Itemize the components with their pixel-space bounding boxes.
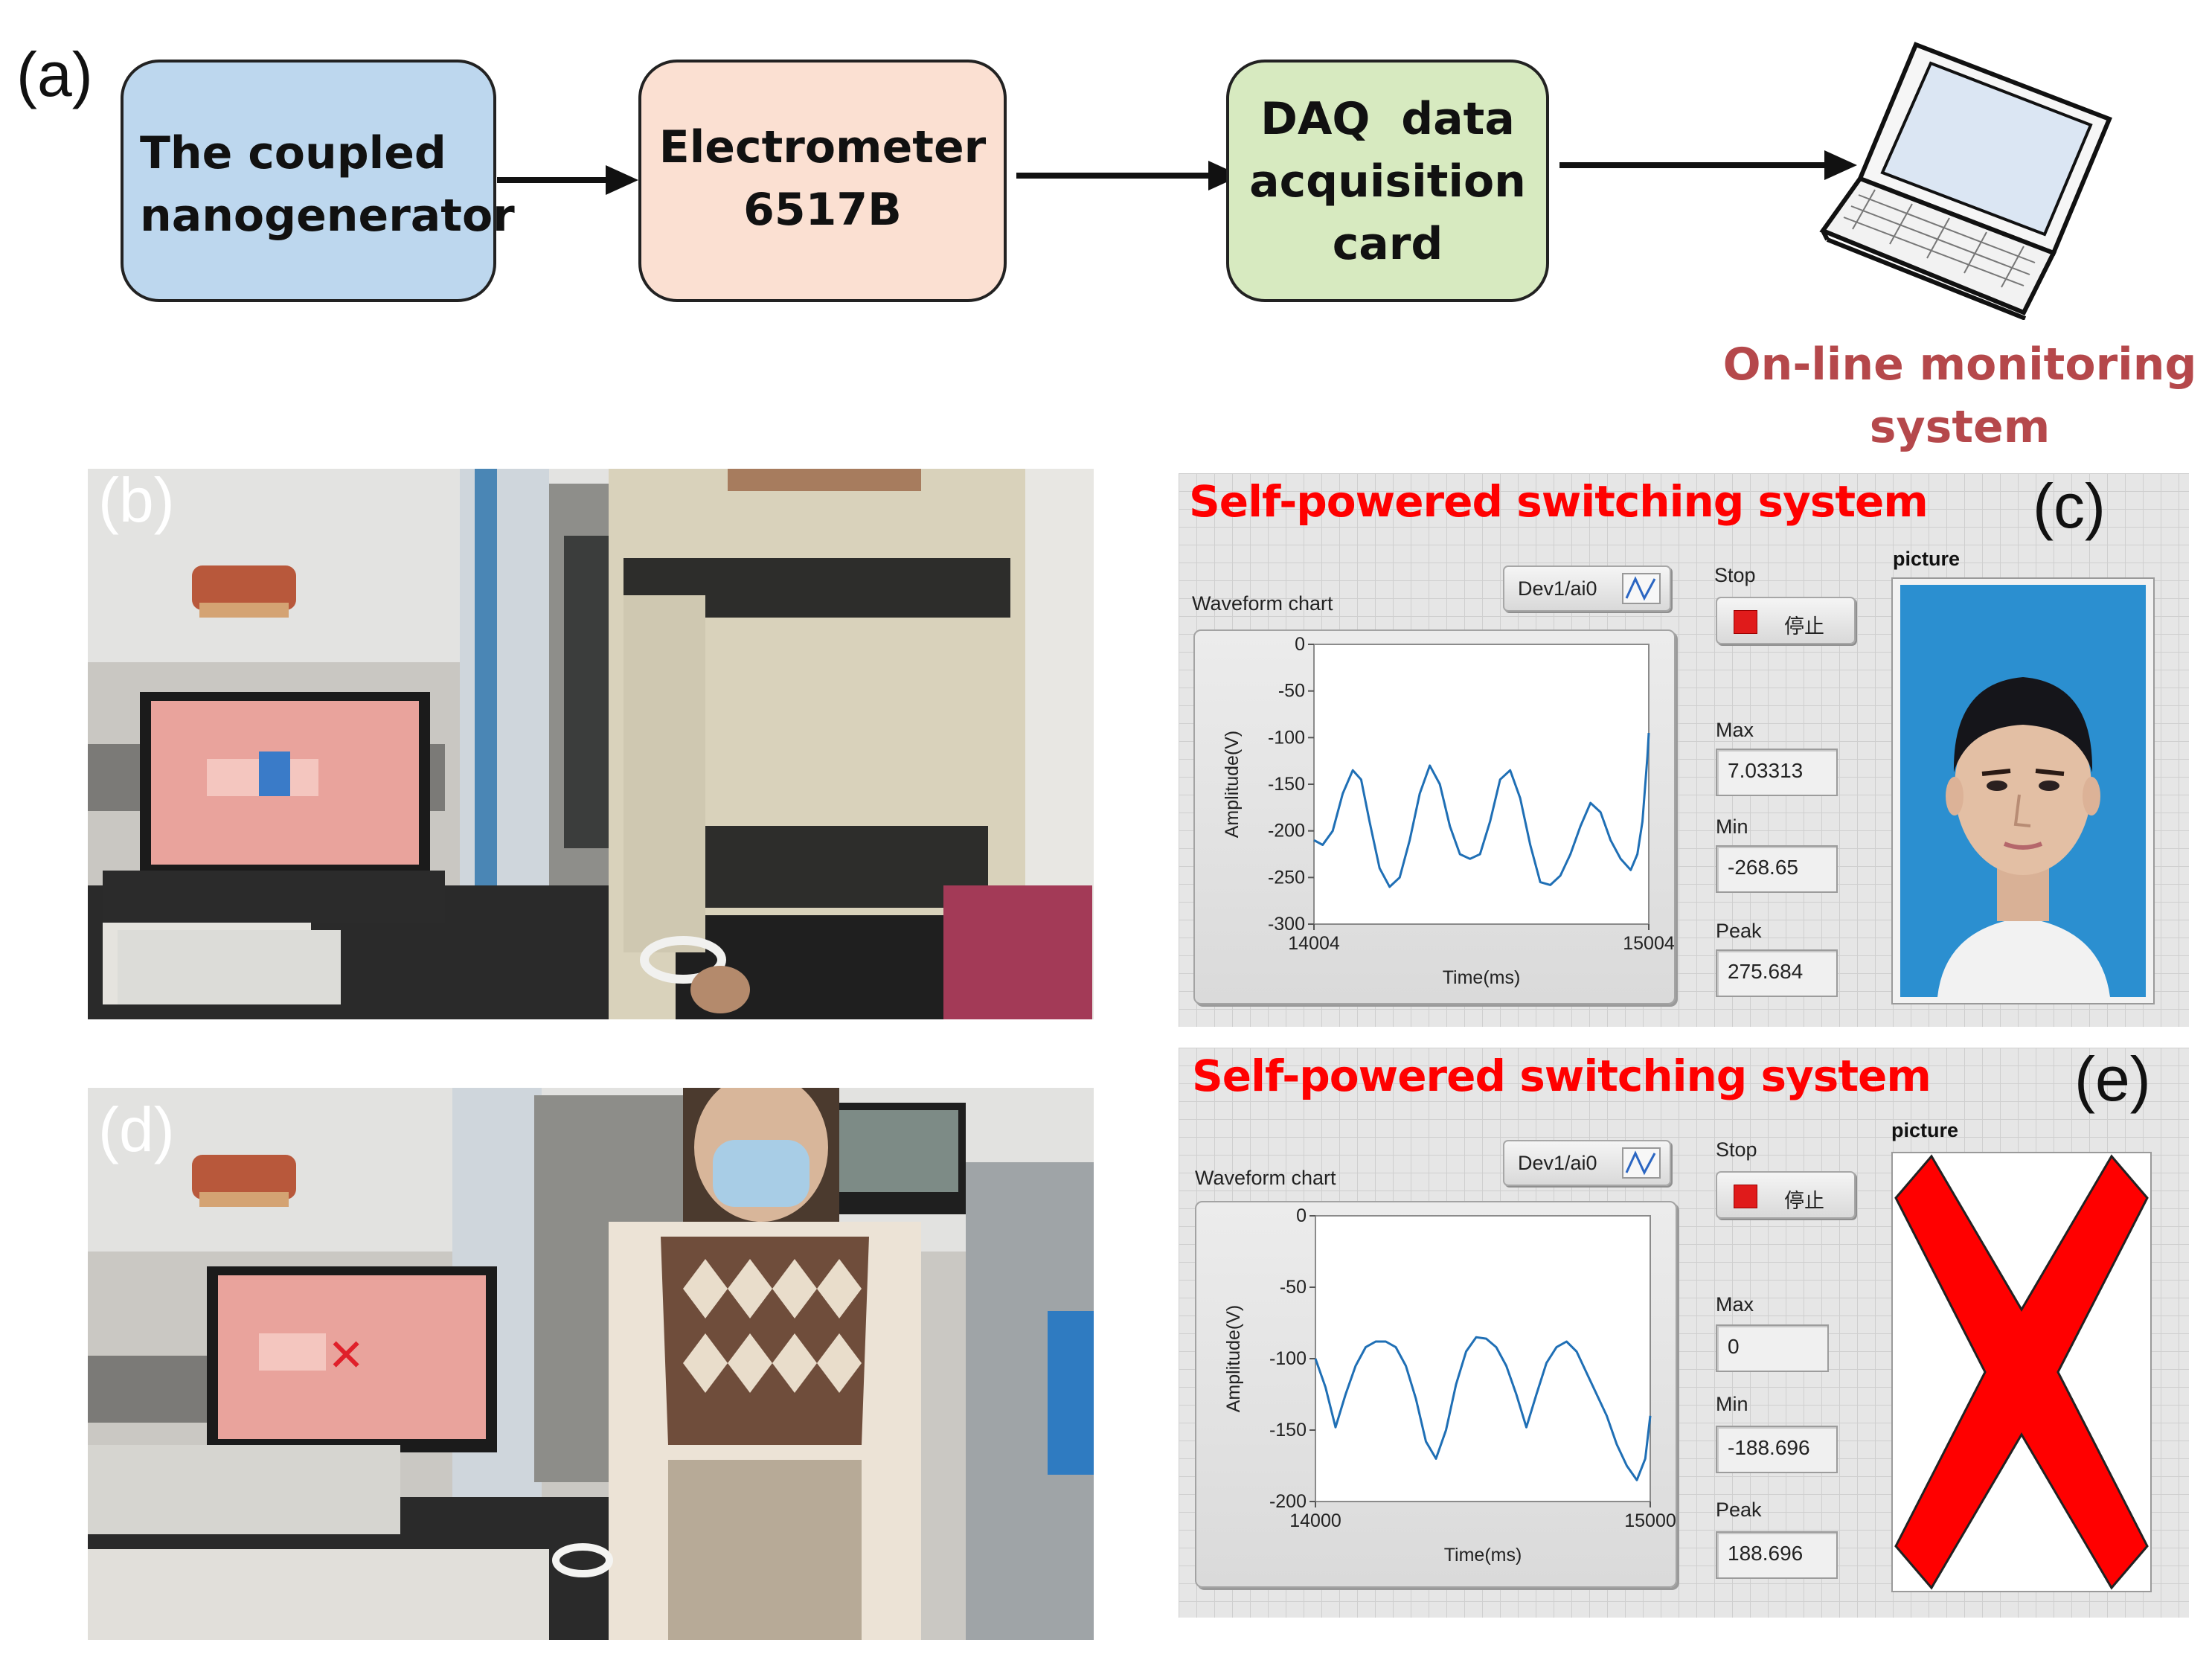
x-tick-label: 15000 — [1624, 1510, 1676, 1531]
stop-indicator-icon — [1734, 610, 1757, 634]
min-label: Min — [1716, 815, 1748, 838]
panel-d-label: (d) — [98, 1095, 175, 1164]
waveform-chart-label: Waveform chart — [1192, 592, 1333, 615]
caption-line: On-line monitoring — [1722, 339, 2197, 391]
red-x-icon — [1894, 1154, 2149, 1590]
peak-label: Peak — [1716, 920, 1762, 942]
max-field: 7.03313 — [1716, 749, 1838, 796]
peak-label: Peak — [1716, 1499, 1762, 1521]
block-line: acquisition — [1249, 156, 1526, 208]
y-axis-label: Amplitude(V) — [1223, 1305, 1244, 1413]
peak-field: 188.696 — [1716, 1531, 1838, 1579]
panel-title: Self-powered switching system — [1189, 476, 1929, 527]
block-line: 6517B — [743, 184, 902, 236]
min-field: -188.696 — [1716, 1426, 1838, 1473]
channel-selector[interactable]: Dev1/ai0 — [1503, 1140, 1671, 1186]
panel-a-label: (a) — [16, 39, 93, 109]
y-tick-label: -250 — [1268, 867, 1305, 888]
face-photo — [1900, 585, 2146, 997]
laptop-icon — [1819, 42, 2112, 320]
panel-e-label: (e) — [2074, 1048, 2151, 1114]
y-tick-label: -100 — [1269, 1348, 1307, 1369]
block-line: card — [1332, 218, 1443, 270]
y-axis-label: Amplitude(V) — [1222, 731, 1243, 839]
block-line: Electrometer — [658, 121, 987, 173]
channel-selector[interactable]: Dev1/ai0 — [1503, 565, 1671, 612]
min-field: -268.65 — [1716, 845, 1838, 893]
labview-panel-e: Self-powered switching system (e) Wavefo… — [1179, 1048, 2189, 1618]
block-line: The coupled — [140, 127, 446, 179]
panel-b-label: (b) — [98, 469, 175, 535]
y-tick-label: -150 — [1269, 1420, 1307, 1441]
arrow-1-head — [606, 165, 638, 195]
y-tick-label: 0 — [1295, 634, 1305, 655]
picture-label: picture — [1891, 1119, 1959, 1141]
picture-frame — [1891, 577, 2155, 1004]
block-line: DAQ data — [1260, 93, 1515, 145]
y-tick-label: -50 — [1280, 1277, 1307, 1298]
labview-panel-c: Self-powered switching system (c) Wavefo… — [1179, 473, 2189, 1027]
picture-frame — [1891, 1152, 2152, 1592]
stop-button-label: 停止 — [1784, 615, 1824, 638]
monitor-caption: On-line monitoring system — [1708, 333, 2211, 458]
max-label: Max — [1716, 1293, 1754, 1315]
x-tick-label: 14004 — [1288, 933, 1340, 954]
stop-button[interactable]: 停止 — [1716, 1171, 1856, 1219]
svg-text:✕: ✕ — [327, 1330, 365, 1382]
max-field: 0 — [1716, 1324, 1829, 1372]
x-axis-label: Time(ms) — [1444, 1545, 1522, 1566]
channel-name: Dev1/ai0 — [1518, 577, 1597, 600]
arrow-2 — [1016, 173, 1211, 179]
stop-label: Stop — [1714, 564, 1756, 586]
photo-d: ✕ (d) — [88, 1088, 1094, 1640]
panel-title: Self-powered switching system — [1192, 1051, 1932, 1101]
picture-label: picture — [1893, 548, 1961, 570]
min-label: Min — [1716, 1393, 1748, 1415]
arrow-1 — [497, 177, 609, 183]
y-tick-label: -150 — [1268, 774, 1305, 795]
x-tick-label: 14000 — [1289, 1510, 1341, 1531]
block-line: nanogenerator — [140, 190, 515, 242]
y-tick-label: -200 — [1269, 1491, 1307, 1512]
block-coupled-nanogenerator: The coupled nanogenerator — [121, 60, 515, 302]
arrow-3 — [1559, 162, 1827, 168]
channel-name: Dev1/ai0 — [1518, 1152, 1597, 1174]
x-axis-label: Time(ms) — [1443, 967, 1521, 988]
waveform-chart-label: Waveform chart — [1195, 1167, 1336, 1189]
max-label: Max — [1716, 719, 1754, 741]
photo-b: (b) — [88, 469, 1094, 1019]
waveform-line — [1314, 1336, 1652, 1481]
peak-field: 275.684 — [1716, 949, 1838, 997]
arrow-3-head — [1824, 150, 1857, 180]
y-tick-label: -100 — [1268, 727, 1305, 748]
stop-indicator-icon — [1734, 1185, 1757, 1208]
waveform-line — [1313, 733, 1650, 888]
block-electrometer: Electrometer 6517B — [638, 60, 1007, 302]
stop-button-label: 停止 — [1784, 1190, 1824, 1213]
stop-label: Stop — [1716, 1138, 1757, 1161]
block-daq-card: DAQ data acquisition card — [1226, 60, 1549, 302]
y-tick-label: 0 — [1296, 1205, 1307, 1226]
waveform-icon — [1622, 573, 1661, 604]
y-tick-label: -300 — [1268, 914, 1305, 935]
y-tick-label: -200 — [1268, 821, 1305, 842]
waveform-icon — [1622, 1147, 1661, 1179]
y-tick-label: -50 — [1278, 681, 1305, 702]
x-tick-label: 15004 — [1623, 933, 1674, 954]
panel-c-label: (c) — [2033, 473, 2106, 541]
caption-line: system — [1869, 401, 2051, 453]
stop-button[interactable]: 停止 — [1716, 597, 1856, 644]
